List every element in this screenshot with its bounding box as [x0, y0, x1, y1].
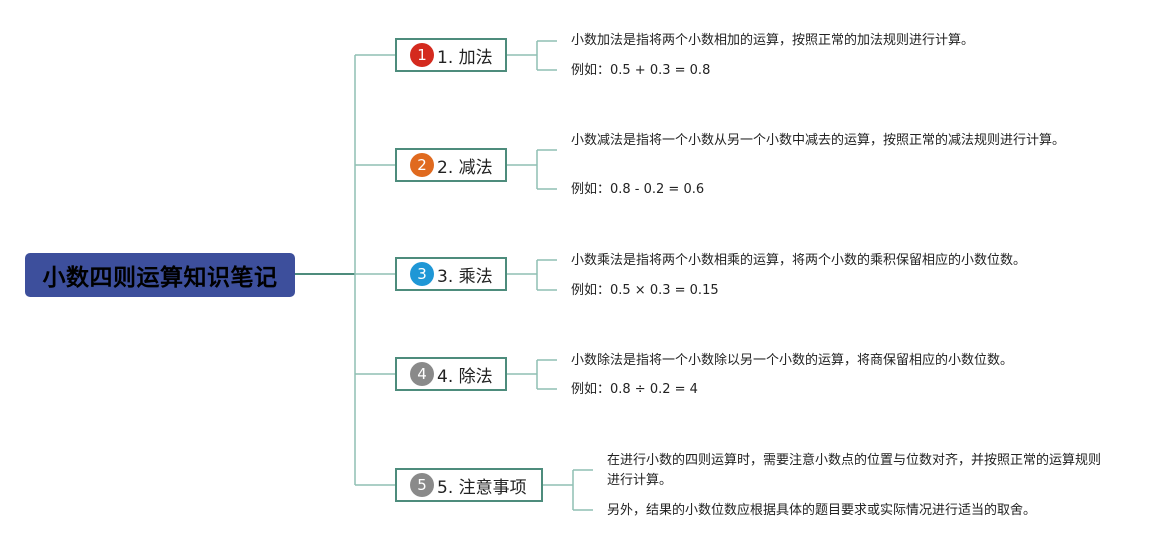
branch-label: 1. 加法 — [437, 47, 493, 68]
number-3-icon: 3 — [410, 262, 434, 286]
branch-subtraction[interactable]: 2 2. 减法 — [395, 148, 507, 182]
leaf-multiplication-description[interactable]: 小数乘法是指将两个小数相乘的运算，将两个小数的乘积保留相应的小数位数。 — [571, 253, 1027, 268]
number-4-icon: 4 — [410, 362, 434, 386]
leaf-division-example[interactable]: 例如：0.8 ÷ 0.2 = 4 — [571, 382, 698, 397]
leaf-addition-description[interactable]: 小数加法是指将两个小数相加的运算，按照正常的加法规则进行计算。 — [571, 33, 975, 48]
leaf-addition-example[interactable]: 例如：0.5 + 0.3 = 0.8 — [571, 63, 711, 78]
root-title: 小数四则运算知识笔记 — [42, 265, 278, 291]
branch-notes[interactable]: 5 5. 注意事项 — [395, 468, 543, 502]
number-5-icon: 5 — [410, 473, 434, 497]
branch-addition[interactable]: 1 1. 加法 — [395, 38, 507, 72]
leaf-notes-description[interactable]: 在进行小数的四则运算时，需要注意小数点的位置与位数对齐，并按照正常的运算规则进行… — [607, 453, 1102, 488]
number-1-icon: 1 — [410, 43, 434, 67]
branch-division[interactable]: 4 4. 除法 — [395, 357, 507, 391]
branch-multiplication[interactable]: 3 3. 乘法 — [395, 257, 507, 291]
leaf-subtraction-example[interactable]: 例如：0.8 - 0.2 = 0.6 — [571, 182, 705, 197]
leaf-subtraction-description[interactable]: 小数减法是指将一个小数从另一个小数中减去的运算，按照正常的减法规则进行计算。 — [571, 133, 1066, 148]
root-topic[interactable]: 小数四则运算知识笔记 — [25, 253, 295, 297]
leaf-notes-extra[interactable]: 另外，结果的小数位数应根据具体的题目要求或实际情况进行适当的取舍。 — [607, 503, 1037, 518]
leaf-division-description[interactable]: 小数除法是指将一个小数除以另一个小数的运算，将商保留相应的小数位数。 — [571, 353, 1014, 368]
leaf-multiplication-example[interactable]: 例如：0.5 × 0.3 = 0.15 — [571, 283, 719, 298]
branch-label: 5. 注意事项 — [437, 477, 527, 498]
branch-label: 2. 减法 — [437, 157, 493, 178]
branch-label: 4. 除法 — [437, 366, 493, 387]
branch-label: 3. 乘法 — [437, 266, 493, 287]
number-2-icon: 2 — [410, 153, 434, 177]
